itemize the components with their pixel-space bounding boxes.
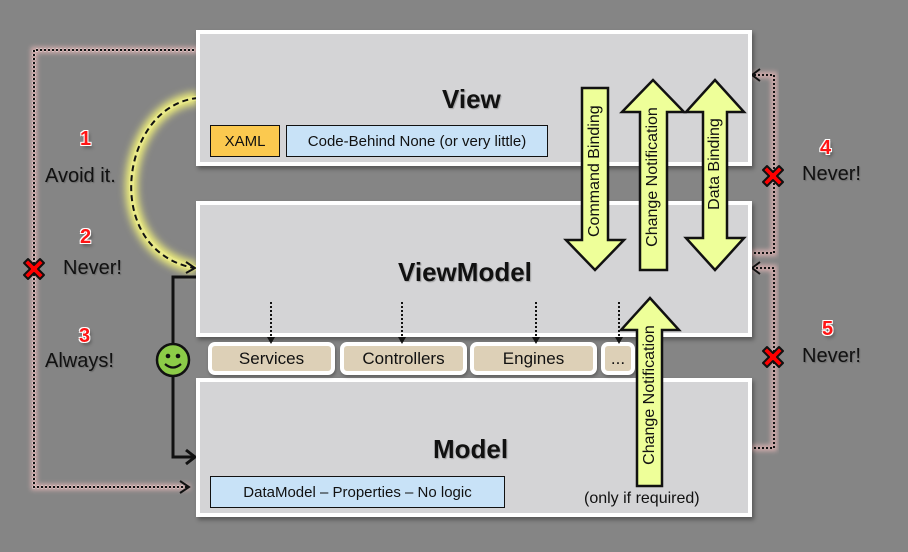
- change-notification-model-label: Change Notification: [641, 325, 658, 465]
- rule-text-1: Avoid it.: [45, 165, 116, 187]
- command-binding-label: Command Binding: [586, 105, 603, 237]
- service-links: [267, 302, 623, 344]
- rule-number-5: 5: [822, 318, 834, 340]
- datamodel-tag: DataModel – Properties – No logic: [210, 476, 505, 508]
- rule-text-2: Never!: [63, 257, 122, 279]
- red-x-icon: [23, 258, 45, 280]
- red-x-icon: [762, 346, 784, 368]
- rule-text-5: Never!: [802, 345, 861, 367]
- view-to-viewmodel-curved-arrow: [125, 92, 199, 274]
- rule-text-4: Never!: [802, 163, 861, 185]
- change-notification-view-arrow: [619, 78, 687, 272]
- only-if-required-note: (only if required): [584, 490, 700, 507]
- red-x-icon: [762, 165, 784, 187]
- rule-number-2: 2: [80, 226, 92, 248]
- rule-number-3: 3: [79, 325, 91, 347]
- viewmodel-to-view-dotted-path: [750, 68, 777, 256]
- rule-number-4: 4: [820, 137, 832, 159]
- xaml-tag: XAML: [210, 125, 280, 157]
- model-title: Model: [433, 434, 509, 464]
- service-engines: Engines: [470, 342, 597, 375]
- service-link-services-head: [267, 337, 275, 344]
- view-title: View: [442, 84, 501, 114]
- data-binding-label: Data Binding: [706, 118, 723, 210]
- viewmodel-title: ViewModel: [398, 257, 532, 287]
- service-controllers: Controllers: [340, 342, 467, 375]
- service-link-controllers-head: [398, 337, 406, 344]
- service-link-engines-head: [532, 337, 540, 344]
- code-behind-tag: Code-Behind None (or very little): [286, 125, 548, 157]
- data-binding-arrow: [683, 78, 747, 272]
- rule-text-3: Always!: [45, 350, 114, 372]
- command-binding-arrow: [563, 86, 627, 272]
- smiley-icon: [155, 342, 191, 378]
- service-services: Services: [208, 342, 335, 375]
- service-link-more-head: [615, 337, 623, 344]
- change-notification-model-arrow: [618, 296, 682, 488]
- rule-number-1: 1: [80, 128, 92, 150]
- service-more: ...: [601, 342, 635, 375]
- change-notification-view-label: Change Notification: [644, 107, 661, 247]
